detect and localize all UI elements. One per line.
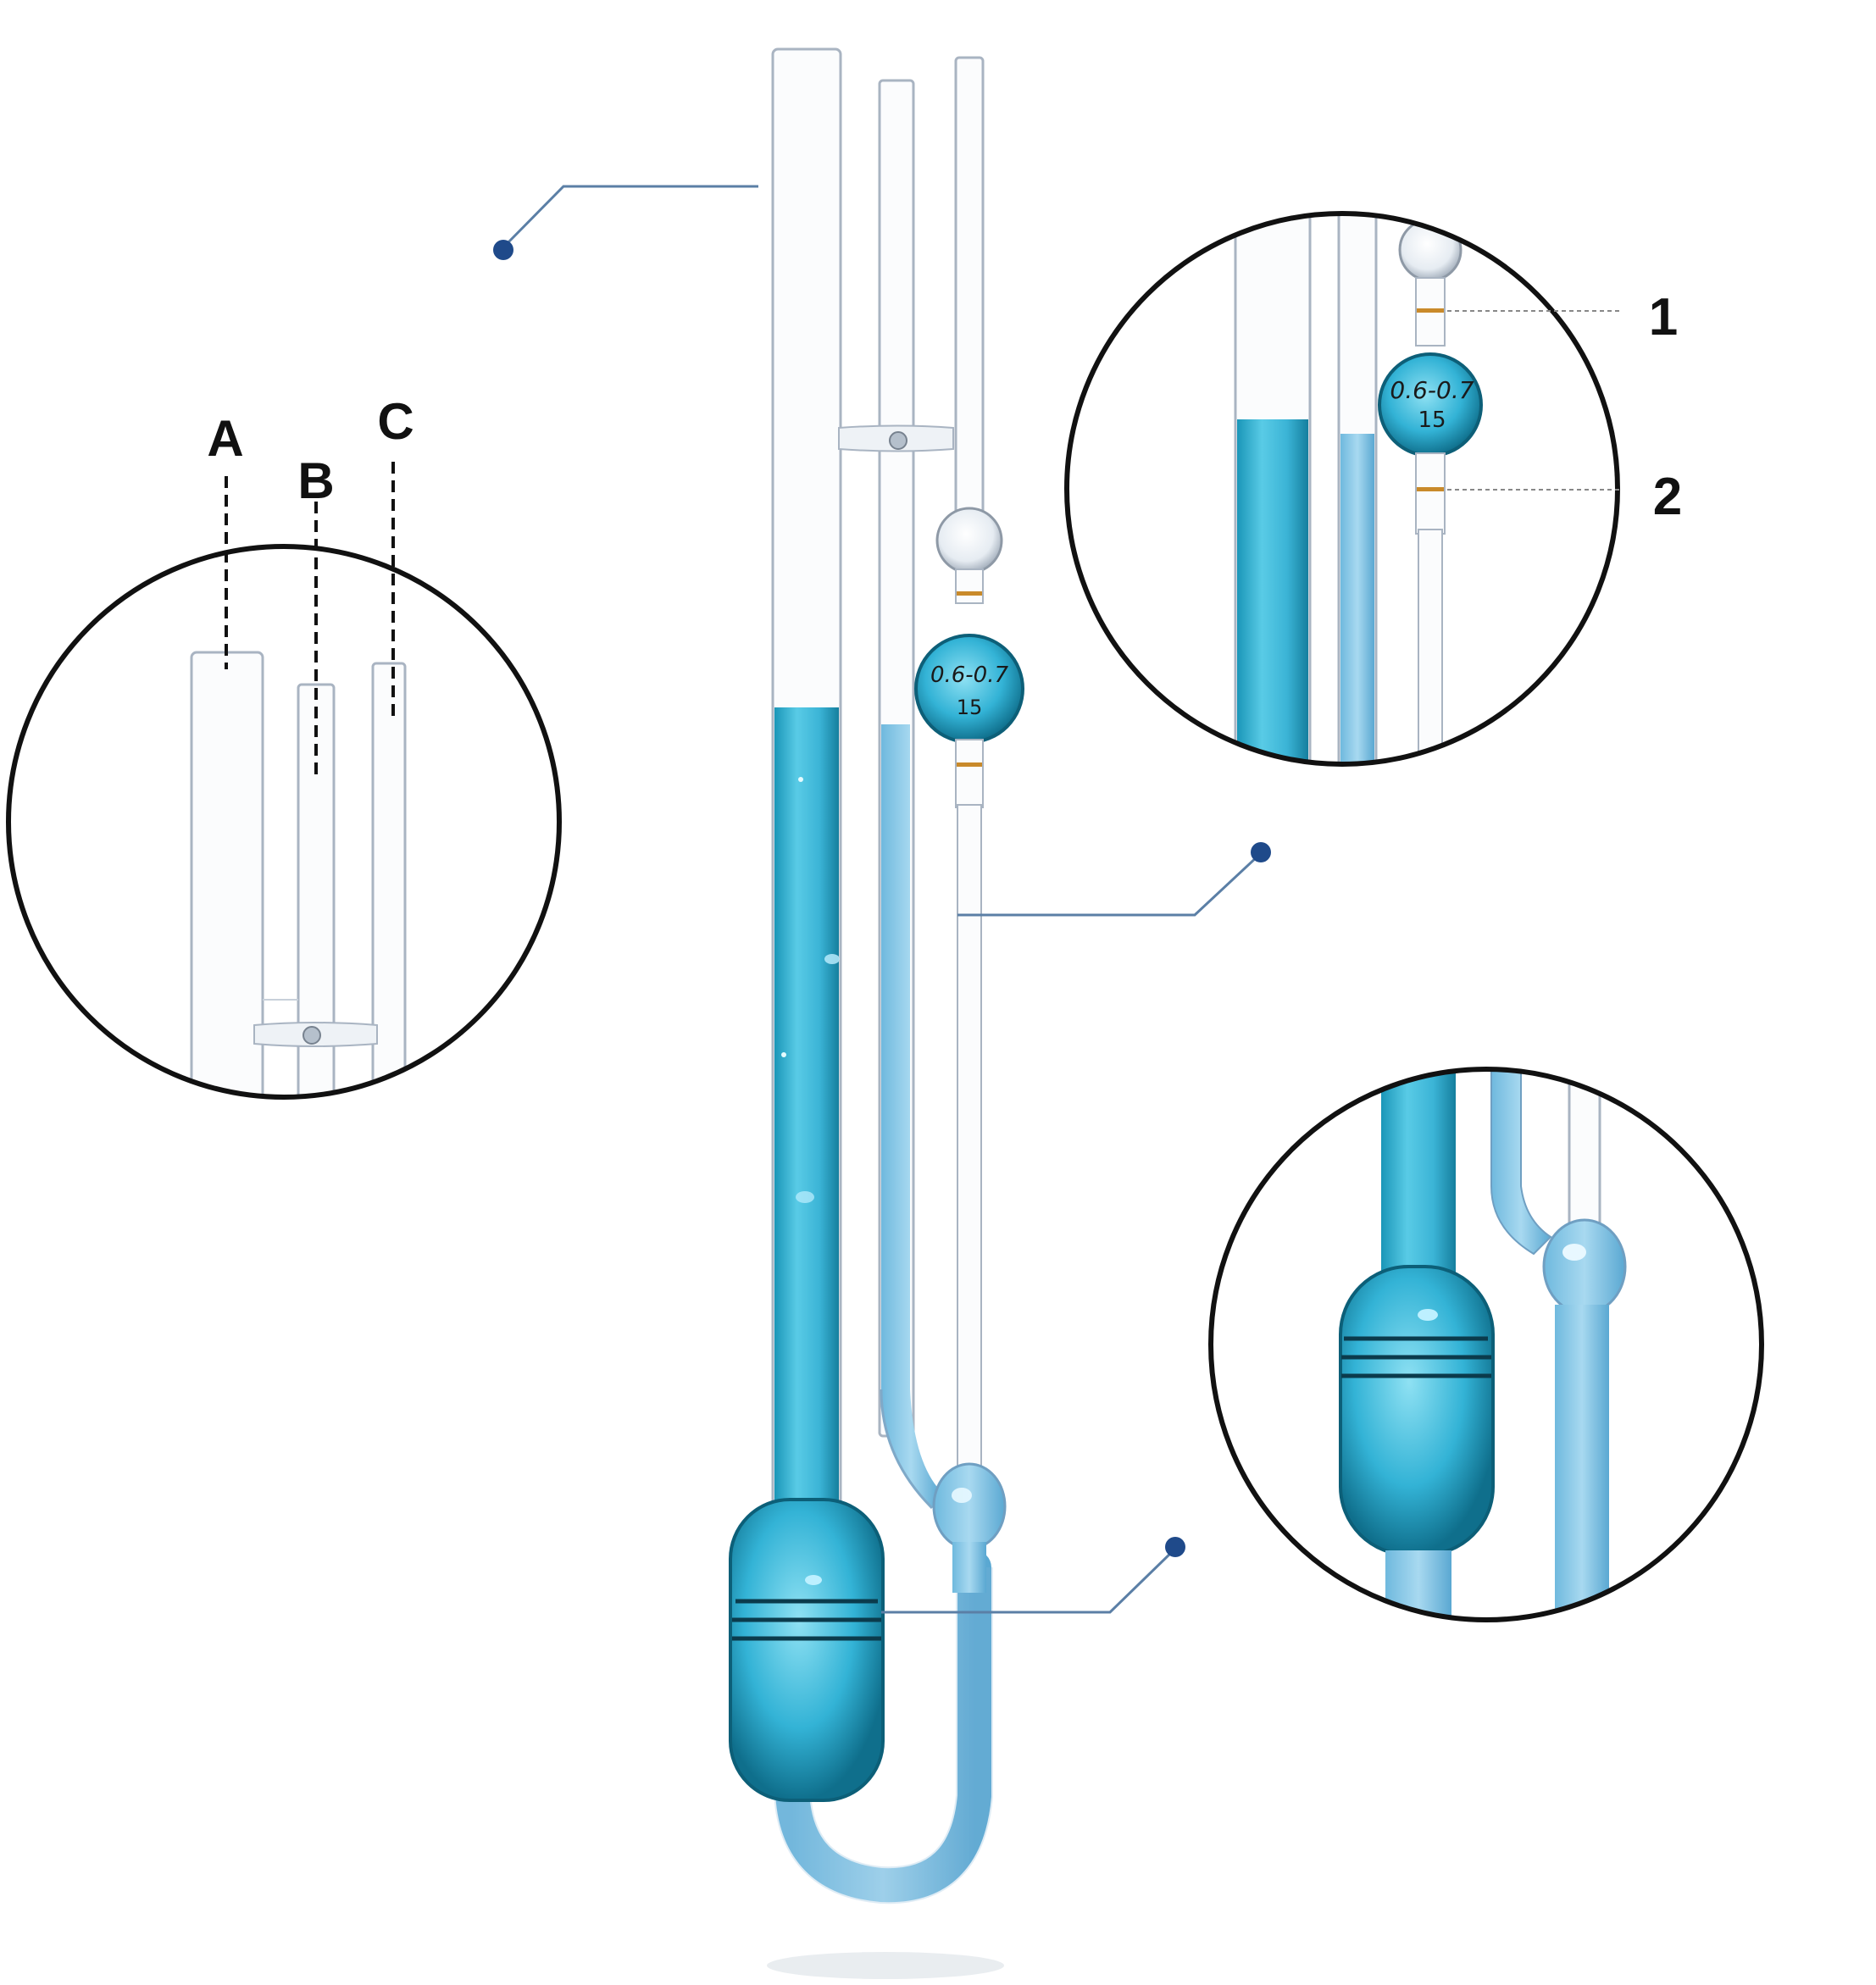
zoom-circle-tube-openings: A B C bbox=[6, 393, 562, 1100]
bulb-etching-range: 0.6-0.7 bbox=[930, 663, 1009, 688]
label-tube-a: A bbox=[207, 410, 243, 467]
callout-dot bbox=[1251, 842, 1271, 862]
callout-tube-a bbox=[493, 185, 758, 260]
callout-capillary bbox=[957, 842, 1271, 917]
lower-reservoir-bulb bbox=[729, 1498, 885, 1802]
callout-dot bbox=[493, 240, 513, 260]
zoom-circle-timing-marks: 0.6-0.7 15 1 2 bbox=[1064, 211, 1682, 767]
glass-bridge bbox=[838, 424, 954, 452]
label-mark-1: 1 bbox=[1649, 288, 1678, 347]
viscometer-main: 0.6-0.7 15 bbox=[729, 47, 1024, 1979]
label-tube-c: C bbox=[377, 393, 413, 450]
measuring-bulb bbox=[914, 634, 1024, 744]
zoom-circle-reservoir bbox=[1208, 1067, 1764, 1622]
tube-b-liquid bbox=[881, 724, 941, 1508]
callout-reservoir bbox=[881, 1537, 1185, 1614]
upper-glass-bulb bbox=[935, 507, 1003, 574]
zoom-bulb-etching-number: 15 bbox=[1418, 408, 1446, 433]
capillary-tube bbox=[957, 804, 982, 1467]
callout-dot bbox=[1165, 1537, 1185, 1557]
label-tube-b: B bbox=[297, 452, 334, 509]
zoom-circle-border bbox=[6, 544, 562, 1100]
zoom-circle-border bbox=[1208, 1067, 1764, 1622]
label-mark-2: 2 bbox=[1653, 468, 1682, 526]
tube-a-liquid bbox=[774, 707, 839, 1508]
lower-capillary-bulb bbox=[932, 1462, 1007, 1550]
zoom-bulb-etching-range: 0.6-0.7 bbox=[1390, 376, 1474, 404]
tube-c-main bbox=[954, 56, 985, 517]
u-bend-tube bbox=[774, 1550, 991, 1903]
bulb-etching-number: 15 bbox=[957, 696, 983, 719]
